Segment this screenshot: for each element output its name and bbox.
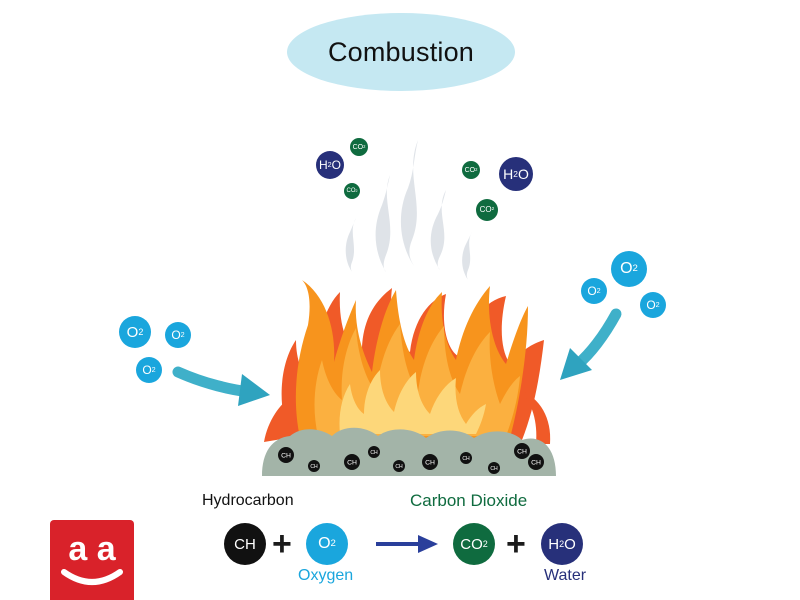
plus-sign: + bbox=[272, 525, 292, 563]
plus-sign: + bbox=[506, 525, 526, 563]
coal-bed bbox=[262, 427, 556, 476]
coal-ch-molecule: CH bbox=[422, 454, 438, 470]
coal-ch-molecule: CH bbox=[308, 460, 320, 472]
arrow-oxygen-in-right bbox=[560, 308, 622, 380]
coal-ch-molecule: CH bbox=[528, 454, 544, 470]
coal-ch-molecules: CH CH CH CH CH CH CH CH CH CH bbox=[278, 443, 544, 474]
ch-molecule: CH bbox=[224, 523, 266, 565]
logo-text: a a bbox=[68, 530, 116, 568]
coal-ch-molecule: CH bbox=[514, 443, 530, 459]
svg-text:CH: CH bbox=[490, 466, 498, 472]
svg-text:CH: CH bbox=[425, 459, 435, 466]
page-title: Combustion bbox=[327, 36, 475, 67]
svg-text:CH: CH bbox=[310, 464, 318, 470]
carbon-dioxide-label: Carbon Dioxide bbox=[410, 491, 528, 510]
smoke-wisp bbox=[430, 190, 446, 270]
svg-text:CH: CH bbox=[347, 459, 357, 466]
title-ellipse: Combustion bbox=[287, 13, 515, 91]
smoke-wisp bbox=[462, 232, 472, 280]
smoke-wisp bbox=[375, 175, 391, 272]
smoke-wisps bbox=[345, 140, 472, 280]
arrow-oxygen-in-left bbox=[172, 366, 270, 406]
flame-core bbox=[339, 370, 486, 434]
svg-text:CH: CH bbox=[370, 450, 378, 456]
flame-tongue-left bbox=[264, 396, 300, 442]
oxygen-label: Oxygen bbox=[298, 567, 354, 584]
svg-text:CH: CH bbox=[517, 448, 527, 455]
coal-ch-molecule: CH bbox=[393, 460, 405, 472]
smoke-wisp bbox=[400, 140, 418, 266]
coal-ch-molecule: CH bbox=[460, 452, 472, 464]
coal-ch-molecule: CH bbox=[368, 446, 380, 458]
svg-text:CH: CH bbox=[395, 464, 403, 470]
flames bbox=[264, 280, 551, 444]
svg-text:CH: CH bbox=[281, 452, 291, 459]
smoke-wisp bbox=[345, 218, 356, 272]
coal-ch-molecule: CH bbox=[278, 447, 294, 463]
reaction-arrow bbox=[376, 535, 438, 553]
smile-logo-icon: a a bbox=[61, 530, 123, 585]
logo: a a bbox=[50, 520, 134, 600]
fuel-bed bbox=[262, 427, 556, 476]
flame-tongue-right bbox=[520, 390, 551, 444]
svg-text:CH: CH bbox=[462, 456, 470, 462]
water-label: Water bbox=[544, 567, 587, 584]
hydrocarbon-label: Hydrocarbon bbox=[202, 492, 294, 509]
coal-ch-molecule: CH bbox=[344, 454, 360, 470]
svg-text:CH: CH bbox=[531, 459, 541, 466]
coal-ch-molecule: CH bbox=[488, 462, 500, 474]
